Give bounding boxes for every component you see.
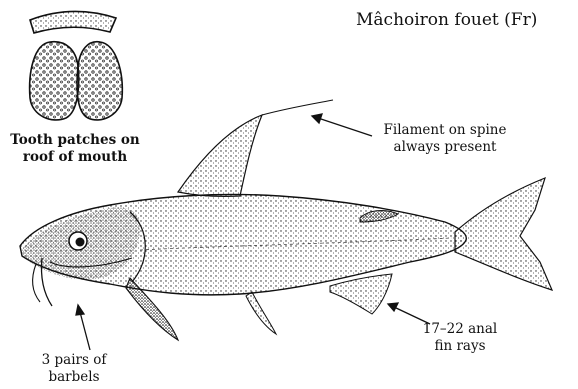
anal-fin-label: 17–22 anal fin rays xyxy=(404,321,516,355)
anal-fin xyxy=(330,274,392,314)
anal-fin-label-line-2: fin rays xyxy=(404,338,516,355)
tooth-patches-caption: Tooth patches on roof of mouth xyxy=(0,132,150,166)
filament-label-line-1: Filament on spine xyxy=(350,122,540,139)
barbels-label-line-1: 3 pairs of xyxy=(10,352,138,369)
anal-fin-label-line-1: 17–22 anal xyxy=(404,321,516,338)
dorsal-fin xyxy=(178,115,262,196)
filament-label: Filament on spine always present xyxy=(350,122,540,156)
left-tooth-patch xyxy=(30,42,79,120)
mandibular-barbel-outer xyxy=(33,264,40,302)
premaxillary-tooth-band xyxy=(30,11,116,33)
tooth-patches-drawing xyxy=(30,11,123,120)
filament-label-line-2: always present xyxy=(350,139,540,156)
tooth-patches-caption-line-1: Tooth patches on xyxy=(0,132,150,149)
dorsal-spine-filament xyxy=(262,100,333,115)
pelvic-fin xyxy=(246,292,276,334)
page-title: Mâchoiron fouet (Fr) xyxy=(356,10,537,30)
barbels-label: 3 pairs of barbels xyxy=(10,352,138,386)
barbels-arrow xyxy=(76,305,90,350)
caudal-fin xyxy=(455,178,552,290)
tooth-patches-caption-line-2: roof of mouth xyxy=(0,149,150,166)
barbels-label-line-2: barbels xyxy=(10,369,138,386)
right-tooth-patch xyxy=(77,42,122,120)
